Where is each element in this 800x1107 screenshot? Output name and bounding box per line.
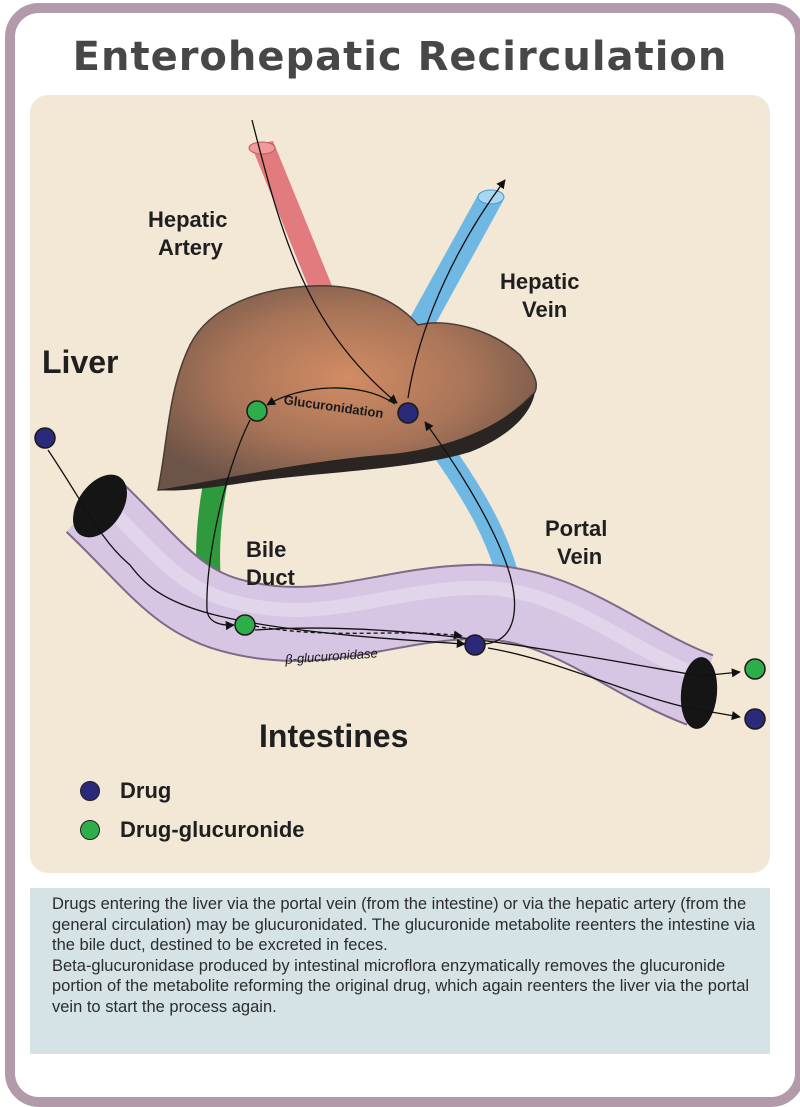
arrow-drug-exit [487,647,741,721]
bile-duct-label-line2: Duct [246,565,295,590]
caption-box: Drugs entering the liver via the portal … [30,888,770,1054]
arrow-artery-to-liver [251,119,398,404]
hepatic-vein [406,189,505,332]
hepatic-vein-label-line2: Vein [522,297,568,322]
arrow-glucuronidase [254,625,463,640]
glucuronide-dot-exit [744,658,766,680]
hepatic-artery-label: Hepatic Artery [148,206,227,262]
hepatic-vein-label-line1: Hepatic [500,269,580,294]
page-title: Enterohepatic Recirculation [72,34,728,80]
portal-vein-label: Portal Vein [545,515,607,571]
drug-legend-swatch [80,781,100,801]
arrow-portal-to-liver [424,421,516,645]
glucuronide-legend-swatch [80,820,100,840]
legend-label-drug: Drug [120,778,172,803]
arrow-green-exit [254,627,741,678]
caption-paragraph-1: Drugs entering the liver via the portal … [52,895,756,954]
bile-duct-label-line1: Bile [246,537,287,562]
hepatic-vein-label: Hepatic Vein [500,268,579,324]
legend-item-glucuronide: Drug-glucuronide [80,816,305,844]
diagram-panel [30,95,770,873]
arrow-liver-to-vein [407,179,506,399]
legend-item-drug: Drug [80,777,171,805]
liver-label: Liver [42,344,119,380]
portal-vein-label-line1: Portal [545,516,608,541]
drug-dot-exit [744,708,766,730]
glucuronide-dot-intestine [234,614,256,636]
portal-vein-label-line2: Vein [557,544,603,569]
drug-dot-intestine [464,634,486,656]
intestine [65,474,718,729]
arrow-glucuronidation [266,387,396,406]
intestines-label: Intestines [259,718,409,754]
glucuronide-dot-liver [246,400,268,422]
legend-label-glucuronide: Drug-glucuronide [120,817,305,842]
hepatic-artery [248,141,337,303]
arrow-bile-down [206,419,251,631]
hepatic-artery-label-line1: Hepatic [148,207,228,232]
caption-paragraph-2: Beta-glucuronidase produced by intestina… [52,956,750,1016]
beta-glucuronidase-label: β-glucuronidase [284,645,379,666]
drug-dot-entry [34,427,56,449]
arrow-entry-to-intestine [47,449,466,649]
hepatic-artery-label-line2: Artery [158,235,223,260]
drug-dot-liver [397,402,419,424]
bile-duct-label: Bile Duct [246,536,295,592]
